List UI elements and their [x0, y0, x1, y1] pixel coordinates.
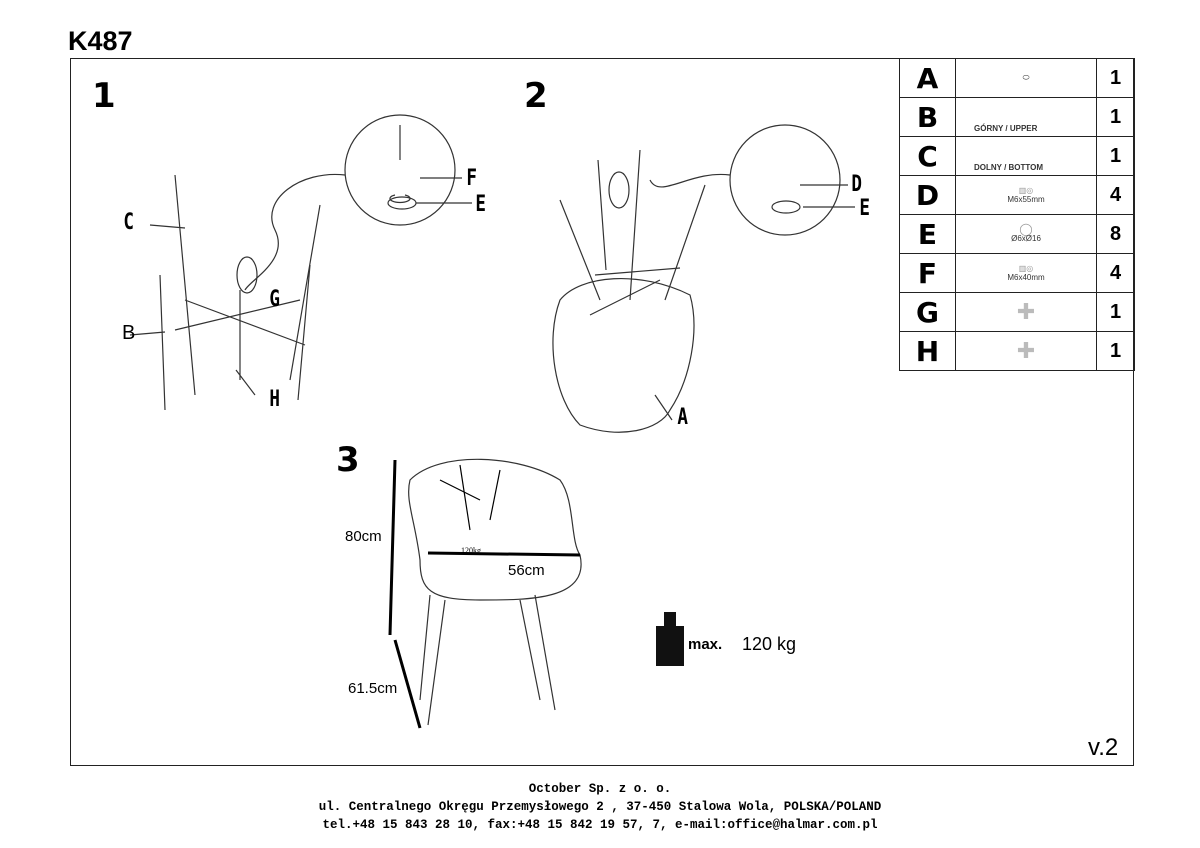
- part-qty: 1: [1096, 97, 1135, 137]
- part-row: A⬭1: [899, 58, 1135, 98]
- callout-e-2: E: [859, 196, 870, 221]
- bolt-icon: ▥◎M6x40mm: [955, 253, 1097, 293]
- part-qty: 8: [1096, 214, 1135, 254]
- company-footer: October Sp. z o. o. ul. Centralnego Okrę…: [0, 780, 1200, 834]
- part-qty: 4: [1096, 253, 1135, 293]
- callout-f: F: [466, 166, 477, 191]
- part-letter: D: [899, 175, 956, 215]
- weight-icon: [656, 612, 684, 666]
- step-1-leg-frame-drawing: [129, 114, 472, 411]
- instruction-frame: [70, 58, 1134, 766]
- part-letter: C: [899, 136, 956, 176]
- dimension-height: 80cm: [345, 528, 382, 545]
- max-load-value: 120 kg: [742, 634, 797, 654]
- cross-plate-icon: ✚: [955, 292, 1097, 332]
- callout-g: G: [269, 287, 280, 312]
- product-code-title: K487: [68, 26, 133, 56]
- callout-e-1: E: [475, 192, 486, 217]
- washer-icon: ◯Ø6xØ16: [955, 214, 1097, 254]
- dimension-seat-height: 61.5cm: [348, 680, 398, 697]
- part-qty: 1: [1096, 58, 1135, 98]
- step-1-number: 1: [92, 76, 116, 116]
- part-letter: F: [899, 253, 956, 293]
- step-2-seat-drawing: [552, 124, 855, 433]
- step-2-number: 2: [524, 76, 548, 116]
- callout-h: H: [269, 387, 280, 412]
- upper-frame-icon: GÓRNY / UPPER: [955, 97, 1097, 137]
- chair-weight-tag: 120kg: [461, 546, 481, 555]
- callout-d: D: [851, 172, 862, 197]
- part-letter: A: [899, 58, 956, 98]
- dimension-width: 56cm: [508, 562, 545, 579]
- company-contact: tel.+48 15 843 28 10, fax:+48 15 842 19 …: [322, 818, 878, 832]
- max-load-label: max.: [688, 636, 723, 653]
- part-caption: Ø6xØ16: [1011, 234, 1041, 243]
- step-3-chair-drawing: [388, 458, 582, 729]
- part-caption: DOLNY / BOTTOM: [974, 162, 1044, 172]
- part-qty: 4: [1096, 175, 1135, 215]
- part-caption: GÓRNY / UPPER: [974, 123, 1038, 133]
- part-qty: 1: [1096, 136, 1135, 176]
- part-row: G✚1: [899, 292, 1135, 332]
- part-letter: E: [899, 214, 956, 254]
- part-qty: 1: [1096, 331, 1135, 371]
- part-row: C DOLNY / BOTTOM 1: [899, 136, 1135, 176]
- callout-c: C: [123, 210, 134, 235]
- part-row: H✚1: [899, 331, 1135, 371]
- callout-b: B: [122, 322, 136, 344]
- version-label: v.2: [1088, 734, 1119, 761]
- assembly-illustrations: [129, 114, 855, 729]
- seat-part-icon: ⬭: [955, 58, 1097, 98]
- company-name: October Sp. z o. o.: [528, 782, 672, 796]
- bolt-icon: ▥◎M6x55mm: [955, 175, 1097, 215]
- part-letter: B: [899, 97, 956, 137]
- step-3-number: 3: [336, 440, 360, 480]
- part-caption: M6x55mm: [1007, 195, 1045, 204]
- cross-plate-icon: ✚: [955, 331, 1097, 371]
- part-row: B GÓRNY / UPPER 1: [899, 97, 1135, 137]
- part-qty: 1: [1096, 292, 1135, 332]
- bottom-frame-icon: DOLNY / BOTTOM: [955, 136, 1097, 176]
- part-letter: G: [899, 292, 956, 332]
- callout-a: A: [677, 405, 688, 430]
- part-letter: H: [899, 331, 956, 371]
- company-address: ul. Centralnego Okręgu Przemysłowego 2 ,…: [318, 800, 882, 814]
- part-caption: M6x40mm: [1007, 273, 1045, 282]
